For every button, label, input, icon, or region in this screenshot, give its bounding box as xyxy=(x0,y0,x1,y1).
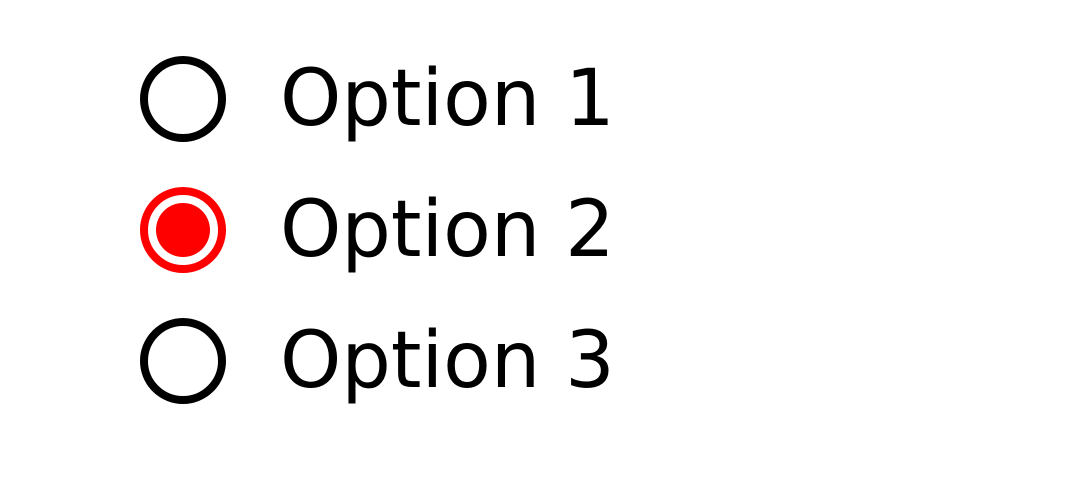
radio-button-option-3[interactable] xyxy=(140,318,226,404)
radio-option-1[interactable]: Option 1 xyxy=(140,56,615,187)
radio-label-option-3[interactable]: Option 3 xyxy=(280,316,615,406)
radio-option-2[interactable]: Option 2 xyxy=(140,187,615,318)
radio-button-option-2[interactable] xyxy=(140,187,226,273)
radio-option-3[interactable]: Option 3 xyxy=(140,318,615,449)
radio-button-option-1[interactable] xyxy=(140,56,226,142)
radio-label-option-2[interactable]: Option 2 xyxy=(280,185,615,275)
radio-label-option-1[interactable]: Option 1 xyxy=(280,54,615,144)
radio-selected-dot xyxy=(156,203,210,257)
radio-group: Option 1 Option 2 Option 3 xyxy=(140,56,615,449)
